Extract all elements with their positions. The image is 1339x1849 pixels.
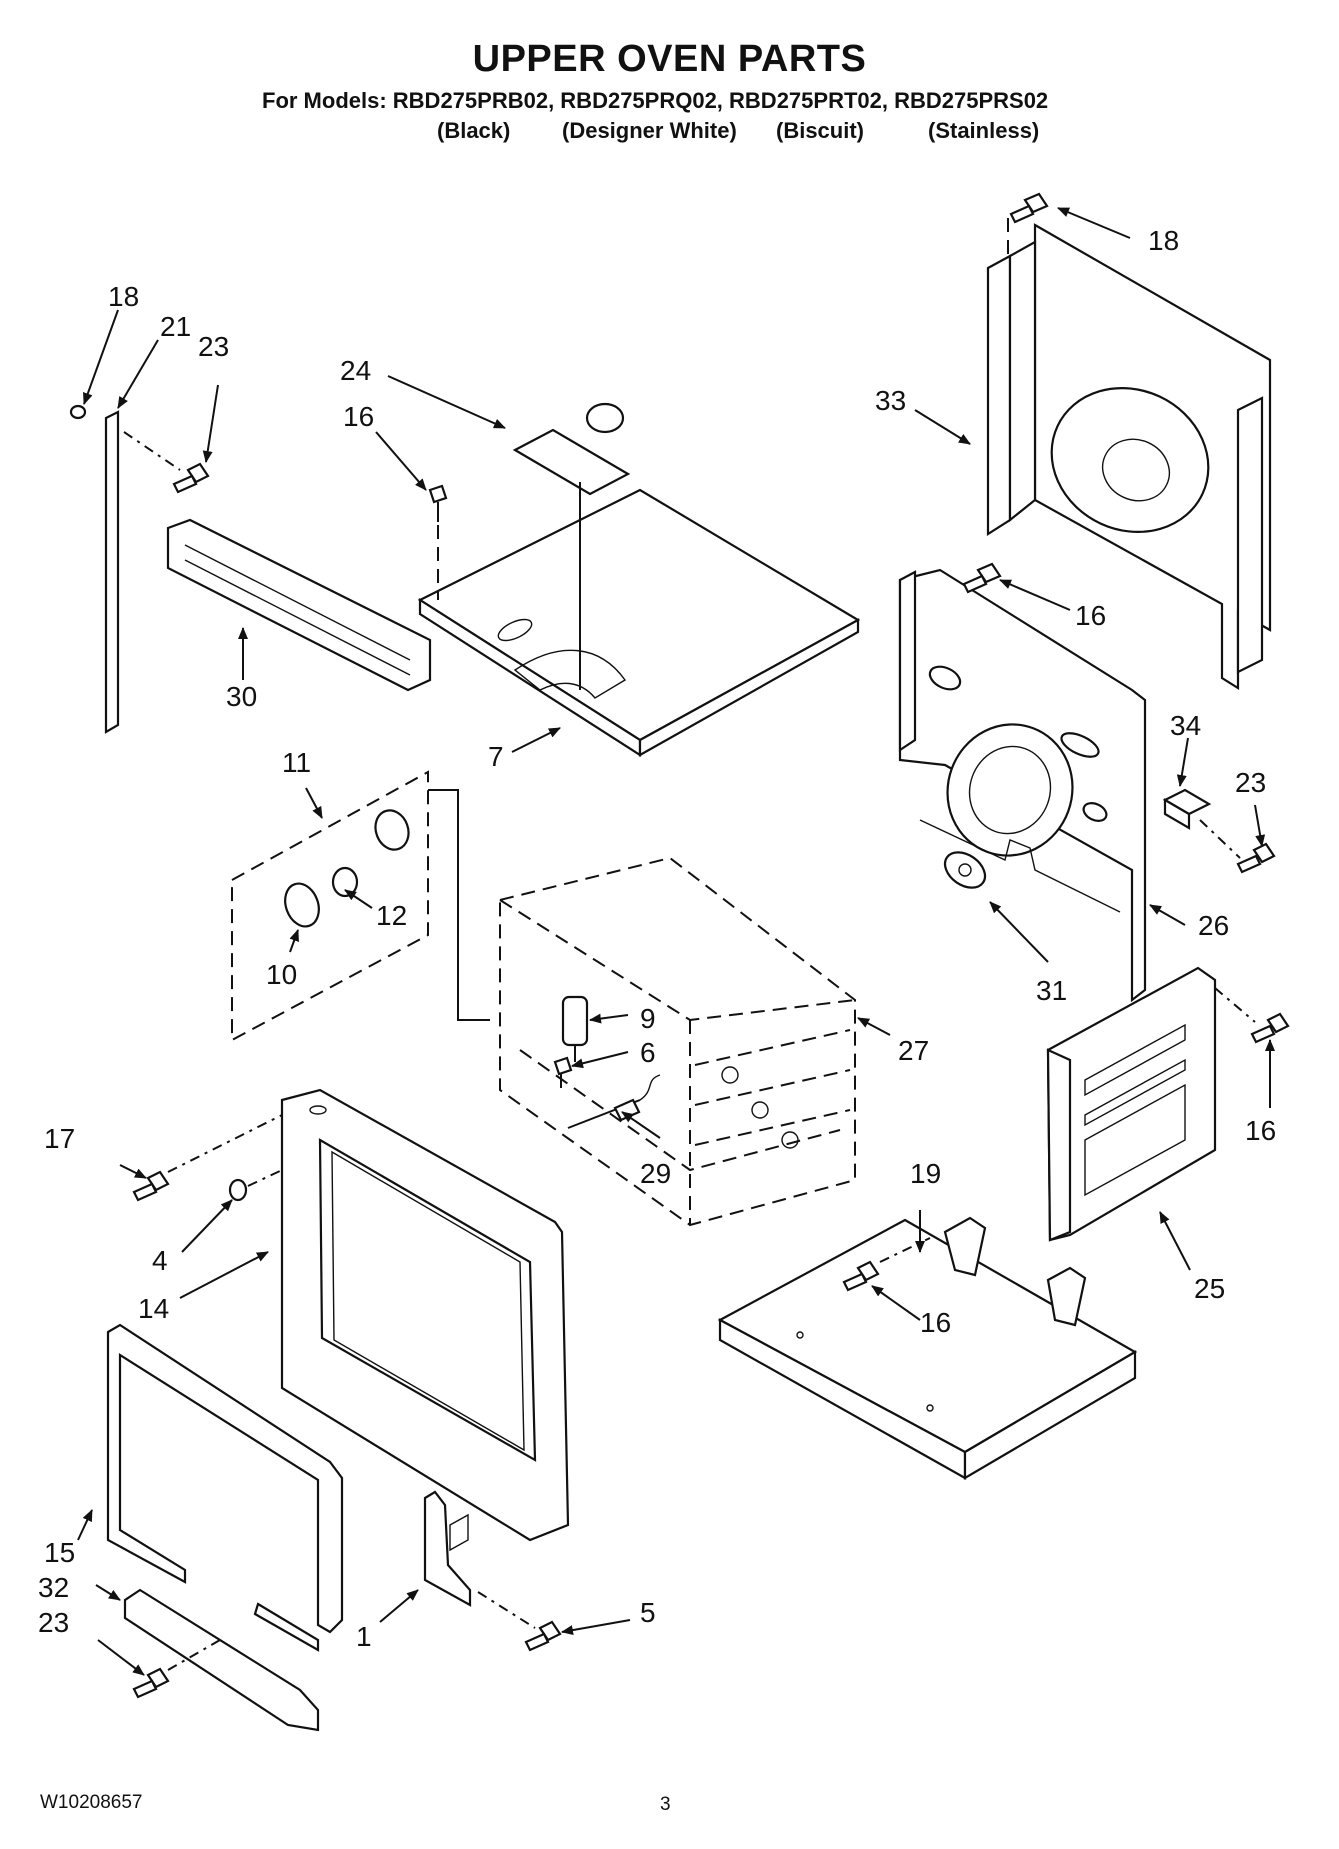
callout-16: 16 [343, 401, 374, 432]
callout-23: 23 [38, 1607, 69, 1638]
part-4-nut [228, 1169, 283, 1202]
part-14-front-frame [280, 1088, 570, 1542]
callout-16: 18 [1148, 225, 1179, 256]
page-title: UPPER OVEN PARTS [472, 38, 867, 80]
screw-16-right-lower [1214, 987, 1290, 1044]
callout-24: 24 [340, 355, 371, 386]
screw-16-top-panel [428, 484, 448, 600]
callout-10: 10 [266, 959, 297, 990]
callout-15: 15 [44, 1537, 75, 1568]
callout-31: 31 [1036, 975, 1067, 1006]
screw-23-right [1199, 819, 1276, 874]
callout-18: 18 [108, 281, 139, 312]
callout-6: 6 [640, 1037, 656, 1068]
callout-12: 12 [376, 900, 407, 931]
callout-19: 19 [910, 1158, 941, 1189]
callout-11: 11 [282, 747, 311, 778]
callout-25: 25 [1194, 1273, 1225, 1304]
part-9-light-socket [561, 995, 589, 1062]
callout-33: 33 [875, 385, 906, 416]
callout-23: 23 [1235, 767, 1266, 798]
part-26-side-panel [898, 568, 1147, 1003]
part-34-clip [1162, 788, 1212, 830]
part-15-door-gasket [106, 1323, 344, 1652]
callout-1: 1 [356, 1621, 372, 1652]
part-29-temp-sensor [567, 1074, 661, 1129]
callout-leaders [77, 207, 1275, 1676]
part-1-bracket [423, 1490, 472, 1607]
part-11-knob-group [231, 770, 490, 1042]
part-19-bottom-shelf [717, 1216, 1138, 1480]
part-33-rear-panel [986, 218, 1272, 690]
callout-16: 16 [920, 1307, 951, 1338]
models-line: For Models: RBD275PRB02, RBD275PRQ02, RB… [262, 88, 1049, 113]
page-number: 3 [660, 1794, 671, 1815]
document-number: W10208657 [40, 1792, 143, 1813]
callout-16: 16 [1075, 600, 1106, 631]
part-21-side-strip [69, 404, 120, 734]
screw-5 [477, 1591, 562, 1652]
callout-14: 14 [138, 1293, 169, 1324]
callout-32: 32 [38, 1572, 69, 1603]
screw-23-left-top [123, 431, 210, 494]
finish-biscuit: (Biscuit) [776, 118, 864, 143]
screw-16-shelf [842, 1237, 931, 1292]
screw-16-top [1009, 192, 1049, 224]
callout-29: 29 [640, 1158, 671, 1189]
screw-23-bottom [132, 1639, 221, 1699]
part-6-screw [553, 1056, 573, 1088]
callout-16: 16 [1245, 1115, 1276, 1146]
callout-34: 34 [1170, 710, 1201, 741]
callout-7: 7 [488, 741, 504, 772]
finish-designer-white: (Designer White) [562, 118, 737, 143]
callout-30: 30 [226, 681, 257, 712]
callout-5: 5 [640, 1597, 656, 1628]
finish-black: (Black) [437, 118, 511, 143]
screw-16-mid [962, 562, 1002, 594]
part-7-top-panel [417, 402, 861, 758]
part-32-vent-strip [123, 1588, 320, 1732]
callout-9: 9 [640, 1003, 656, 1034]
callout-23: 23 [198, 331, 229, 362]
part-31-thermal-fuse [943, 851, 987, 889]
callout-17: 17 [44, 1123, 75, 1154]
part-25-side-panel [1046, 966, 1217, 1242]
part-30-vent-grille [166, 518, 432, 692]
part-27-oven-cavity [499, 856, 856, 1227]
callout-27: 27 [898, 1035, 929, 1066]
callout-21: 21 [160, 311, 191, 342]
callout-labels: 18 18 21 23 24 16 33 16 30 7 11 34 23 12… [38, 225, 1276, 1652]
screw-17 [132, 1114, 283, 1202]
callout-4: 4 [152, 1245, 168, 1276]
callout-26: 26 [1198, 910, 1229, 941]
finish-stainless: (Stainless) [928, 118, 1040, 143]
